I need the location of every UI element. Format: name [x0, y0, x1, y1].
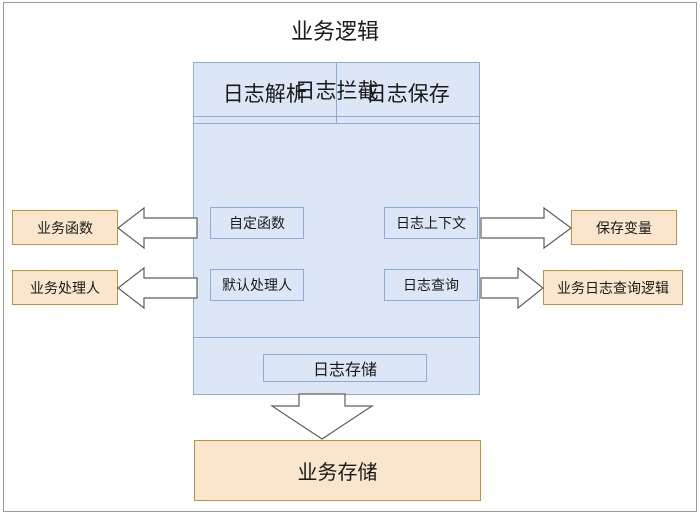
inner-box-log-query: 日志查询 — [384, 269, 478, 301]
page-title: 业务逻辑 — [290, 20, 379, 45]
panel-header-log-interception: 日志拦截 — [194, 63, 479, 117]
inner-box-default-handler: 默认处理人 — [210, 269, 304, 301]
arrow-down-log-storage-icon — [270, 393, 374, 440]
arrow-left-custom-function-icon — [117, 206, 198, 250]
arrow-right-log-context-icon — [480, 206, 573, 250]
panel-cell-log-save: 日志保存 — [365, 82, 450, 106]
panel-row-middle: 自定函数 日志上下文 默认处理人 日志查询 — [194, 177, 479, 338]
arrow-left-default-handler-icon — [117, 266, 198, 310]
inner-box-log-context: 日志上下文 — [384, 207, 478, 239]
arrow-right-log-query-icon — [480, 266, 544, 310]
box-business-storage: 业务存储 — [194, 440, 481, 501]
inner-box-log-storage: 日志存储 — [263, 354, 427, 382]
panel-row-parse-save: 日志解析 日志保存 — [194, 63, 479, 124]
main-panel-log-interception: 日志拦截 日志解析 日志保存 自定函数 日志上下文 默认处理人 日志查询 日志存… — [193, 62, 480, 395]
box-business-handler: 业务处理人 — [12, 270, 118, 305]
box-business-function: 业务函数 — [12, 210, 118, 245]
panel-cell-log-parse: 日志解析 — [194, 63, 337, 123]
box-business-log-query-logic: 业务日志查询逻辑 — [543, 270, 683, 305]
box-save-variable: 保存变量 — [571, 210, 677, 245]
panel-row-storage: 日志存储 — [194, 338, 479, 394]
inner-box-custom-function: 自定函数 — [210, 207, 304, 239]
